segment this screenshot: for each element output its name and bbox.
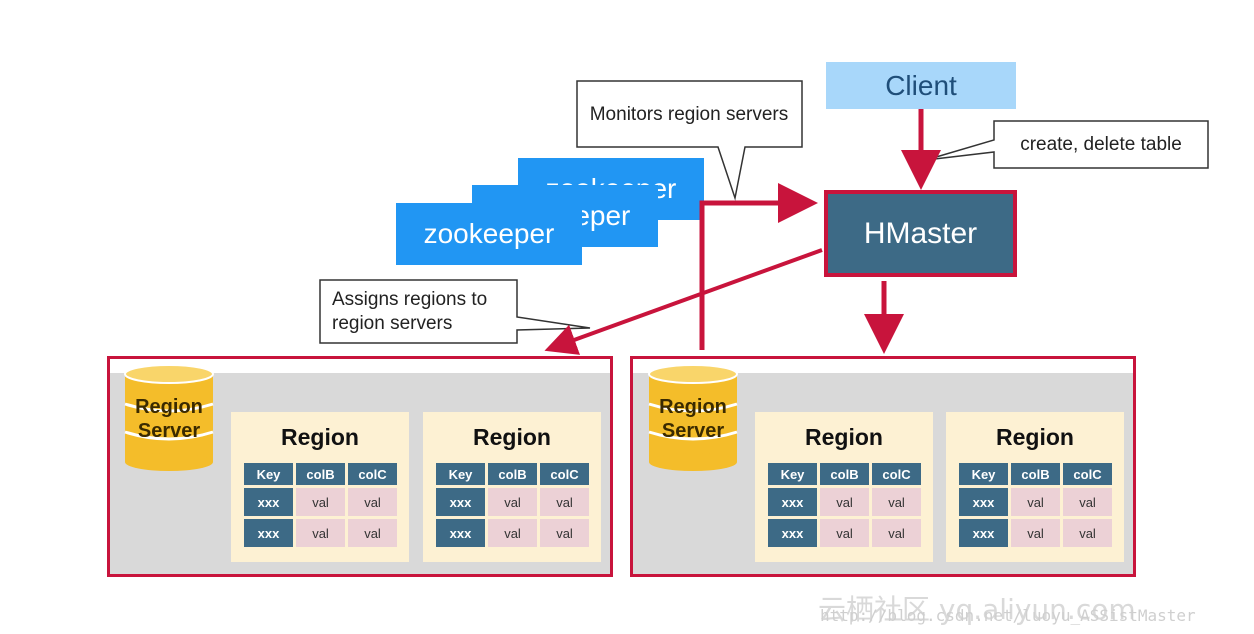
key-cell: xxx — [768, 519, 817, 547]
region-server-1-top-strip — [110, 359, 610, 373]
region-server-2-label: Region Server — [659, 396, 727, 442]
column-header: colB — [1011, 463, 1060, 485]
value-cell: val — [296, 519, 345, 547]
value-cell: val — [820, 488, 869, 516]
key-cell: xxx — [436, 519, 485, 547]
key-cell: xxx — [959, 488, 1008, 516]
region-server-1-label: Region Server — [135, 396, 203, 442]
zookeeper-box-front: zookeeper — [396, 203, 582, 265]
column-header: colC — [540, 463, 589, 485]
value-cell: val — [348, 519, 397, 547]
region-title: Region — [281, 424, 359, 450]
value-cell: val — [488, 488, 537, 516]
watermark-url: http://blog.csdn.net/luoyu_ASSistMaster — [820, 606, 1196, 625]
column-header: Key — [436, 463, 485, 485]
value-cell: val — [296, 488, 345, 516]
column-header: colC — [872, 463, 921, 485]
region-title: Region — [473, 424, 551, 450]
column-header: Key — [959, 463, 1008, 485]
value-cell: val — [540, 488, 589, 516]
client-box: Client — [826, 62, 1016, 109]
key-cell: xxx — [959, 519, 1008, 547]
hmaster-box: HMaster — [824, 190, 1017, 277]
region-table: Key colB colC xxx val val xxx val val — [433, 460, 592, 550]
column-header: Key — [768, 463, 817, 485]
column-header: Key — [244, 463, 293, 485]
value-cell: val — [540, 519, 589, 547]
region-table: Key colB colC xxx val val xxx val val — [765, 460, 924, 550]
table-row: xxx val val — [768, 488, 921, 516]
column-header: colC — [348, 463, 397, 485]
value-cell: val — [1063, 519, 1112, 547]
value-cell: val — [872, 488, 921, 516]
table-row: xxx val val — [436, 519, 589, 547]
region-table: Key colB colC xxx val val xxx val val — [956, 460, 1115, 550]
region-server-2-top-strip — [633, 359, 1133, 373]
value-cell: val — [1011, 519, 1060, 547]
monitors-callout-text: Monitors region servers — [589, 104, 789, 125]
region-2-2: Region Key colB colC xxx val val xxx val… — [946, 412, 1124, 562]
column-header: colB — [488, 463, 537, 485]
column-header: colB — [296, 463, 345, 485]
key-cell: xxx — [768, 488, 817, 516]
watermark-brand: 云栖社区 yq.aliyun.com — [818, 593, 1136, 626]
table-row: xxx val val — [768, 519, 921, 547]
key-cell: xxx — [244, 519, 293, 547]
region-2-1: Region Key colB colC xxx val val xxx val… — [755, 412, 933, 562]
column-header: colC — [1063, 463, 1112, 485]
database-icon — [648, 364, 738, 471]
value-cell: val — [872, 519, 921, 547]
region-title: Region — [996, 424, 1074, 450]
value-cell: val — [1063, 488, 1112, 516]
region-1-2: Region Key colB colC xxx val val xxx val… — [423, 412, 601, 562]
region-1-1: Region Key colB colC xxx val val xxx val… — [231, 412, 409, 562]
table-row: xxx val val — [436, 488, 589, 516]
column-header: colB — [820, 463, 869, 485]
value-cell: val — [348, 488, 397, 516]
table-row: xxx val val — [244, 519, 397, 547]
database-icon — [124, 364, 214, 471]
value-cell: val — [1011, 488, 1060, 516]
table-row: xxx val val — [959, 519, 1112, 547]
table-row: xxx val val — [244, 488, 397, 516]
create-delete-callout-shape — [925, 120, 1209, 169]
value-cell: val — [488, 519, 537, 547]
key-cell: xxx — [244, 488, 293, 516]
key-cell: xxx — [436, 488, 485, 516]
monitors-callout-shape — [576, 80, 803, 201]
assigns-callout-text: Assigns regions to region servers — [332, 289, 488, 334]
table-row: xxx val val — [959, 488, 1112, 516]
create-delete-callout-text: create, delete table — [1020, 134, 1182, 155]
value-cell: val — [820, 519, 869, 547]
region-table: Key colB colC xxx val val xxx val val — [241, 460, 400, 550]
region-title: Region — [805, 424, 883, 450]
